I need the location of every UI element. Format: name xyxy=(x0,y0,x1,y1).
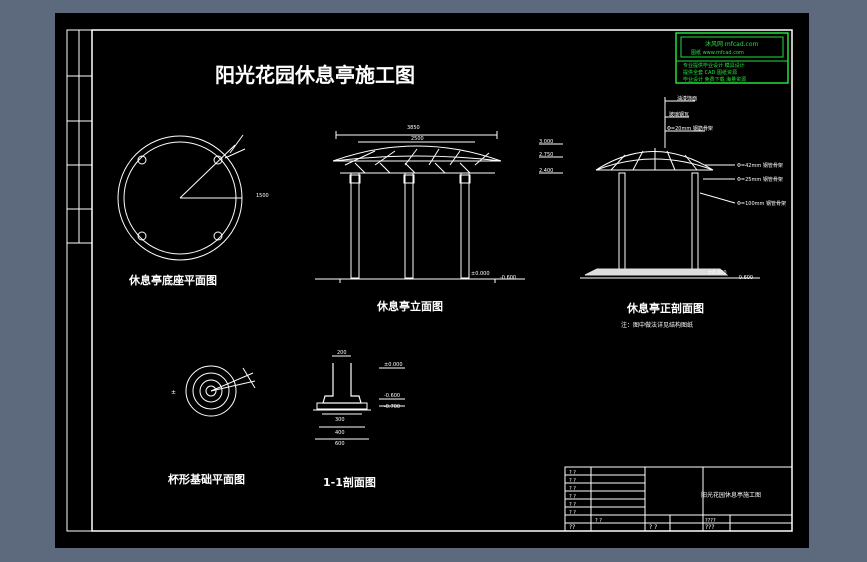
tb-c10: ???? xyxy=(705,518,716,524)
tb-c8: ?? xyxy=(569,524,575,531)
left-binding-strip xyxy=(67,30,92,244)
drawing-title: 阳光花园休息亭施工图 xyxy=(215,63,415,87)
elev-ground-zero: ±0.000 xyxy=(471,271,490,277)
inner-frame xyxy=(91,29,793,532)
level-mid: 2.750 xyxy=(539,152,553,158)
section-note: 注：图中做法详见结构图纸 xyxy=(621,321,693,329)
stamp-line3: 专业提供毕业设计 模具设计 xyxy=(683,62,745,69)
stamp-line1: 沐风网 mfcad.com xyxy=(705,40,759,48)
det-w2: 400 xyxy=(335,430,345,436)
tb-drawing-name: 阳光花园休息亭施工图 xyxy=(701,491,761,499)
section-view: 油漆饰面 玻璃钢瓦 Φ=20mm 钢筋骨架 Φ=42mm 钢管骨架 Φ=25mm… xyxy=(580,95,786,281)
callout-2: 玻璃钢瓦 xyxy=(669,111,689,118)
sec-ground-zero: ±0.000 xyxy=(708,270,727,276)
base-plan-label: 休息亭底座平面图 xyxy=(128,273,217,287)
callout-6: Φ=100mm 钢管骨架 xyxy=(737,200,786,207)
level-low: 2.400 xyxy=(539,168,553,174)
stamp-line5: 毕业设计 免费下载 海量资源 xyxy=(683,76,746,83)
drawing-canvas: 阳光花园休息亭施工图 沐风网 mfcad.com 图纸 www.mfcad.co… xyxy=(55,13,809,548)
base-radius-dim: 1500 xyxy=(256,193,269,199)
tb-c3: ? ? xyxy=(569,486,576,492)
det-minus1: -0.600 xyxy=(384,393,400,399)
tb-c7: ? ? xyxy=(595,518,602,524)
tb-c9: ? ? xyxy=(649,524,657,531)
stamp-line4: 提供全套 CAD 图纸资源 xyxy=(683,69,737,76)
base-plan-view: 1500 xyxy=(117,134,269,261)
elevation-label: 休息亭立面图 xyxy=(376,299,443,313)
callout-5: Φ=25mm 钢管骨架 xyxy=(737,176,783,183)
level-top: 3.000 xyxy=(539,139,553,145)
tb-c6: ? ? xyxy=(569,510,576,516)
det-zero: ±0.000 xyxy=(384,362,403,368)
det-w1: 300 xyxy=(335,417,345,423)
tb-c2: ? ? xyxy=(569,478,576,484)
watermark-stamp: 沐风网 mfcad.com 图纸 www.mfcad.com 专业提供毕业设计 … xyxy=(675,32,789,84)
det-top-dim: 200 xyxy=(337,350,347,356)
elev-ground-minus: -0.600 xyxy=(500,275,516,281)
sec-ground-minus: -0.600 xyxy=(737,275,753,281)
level-marks: 3.000 2.750 2.400 xyxy=(539,139,563,174)
tb-c4: ? ? xyxy=(569,494,576,500)
title-block: ? ? ? ? ? ? ? ? ? ? ? ? ? ? ?? ? ? ???? … xyxy=(564,466,793,532)
cad-drawing: 阳光花园休息亭施工图 沐风网 mfcad.com 图纸 www.mfcad.co… xyxy=(66,29,793,532)
stamp-line2: 图纸 www.mfcad.com xyxy=(691,49,744,56)
detail-section-view: 200 300 400 600 ±0.000 -0.600 -0.700 xyxy=(313,350,405,447)
detail-section-label: 1-1剖面图 xyxy=(323,475,376,489)
callout-1: 油漆饰面 xyxy=(677,95,697,102)
footing-plan-label: 杯形基础平面图 xyxy=(168,472,245,486)
callout-3: Φ=20mm 钢筋骨架 xyxy=(667,125,713,132)
tb-c11: ??? xyxy=(705,524,715,531)
elev-inner-dim: 2500 xyxy=(411,136,424,142)
footing-mark: ± xyxy=(171,389,176,396)
tb-c5: ? ? xyxy=(569,502,576,508)
tb-c1: ? ? xyxy=(569,470,576,476)
callout-4: Φ=42mm 钢管骨架 xyxy=(737,162,783,169)
elev-overall-dim: 3850 xyxy=(407,125,420,131)
footing-plan-view: ± xyxy=(171,365,256,417)
elevation-view: 3850 2500 ±0.000 -0.600 xyxy=(315,125,525,283)
det-w3: 600 xyxy=(335,441,345,447)
section-label: 休息亭正剖面图 xyxy=(626,301,704,315)
det-minus2: -0.700 xyxy=(384,404,400,410)
